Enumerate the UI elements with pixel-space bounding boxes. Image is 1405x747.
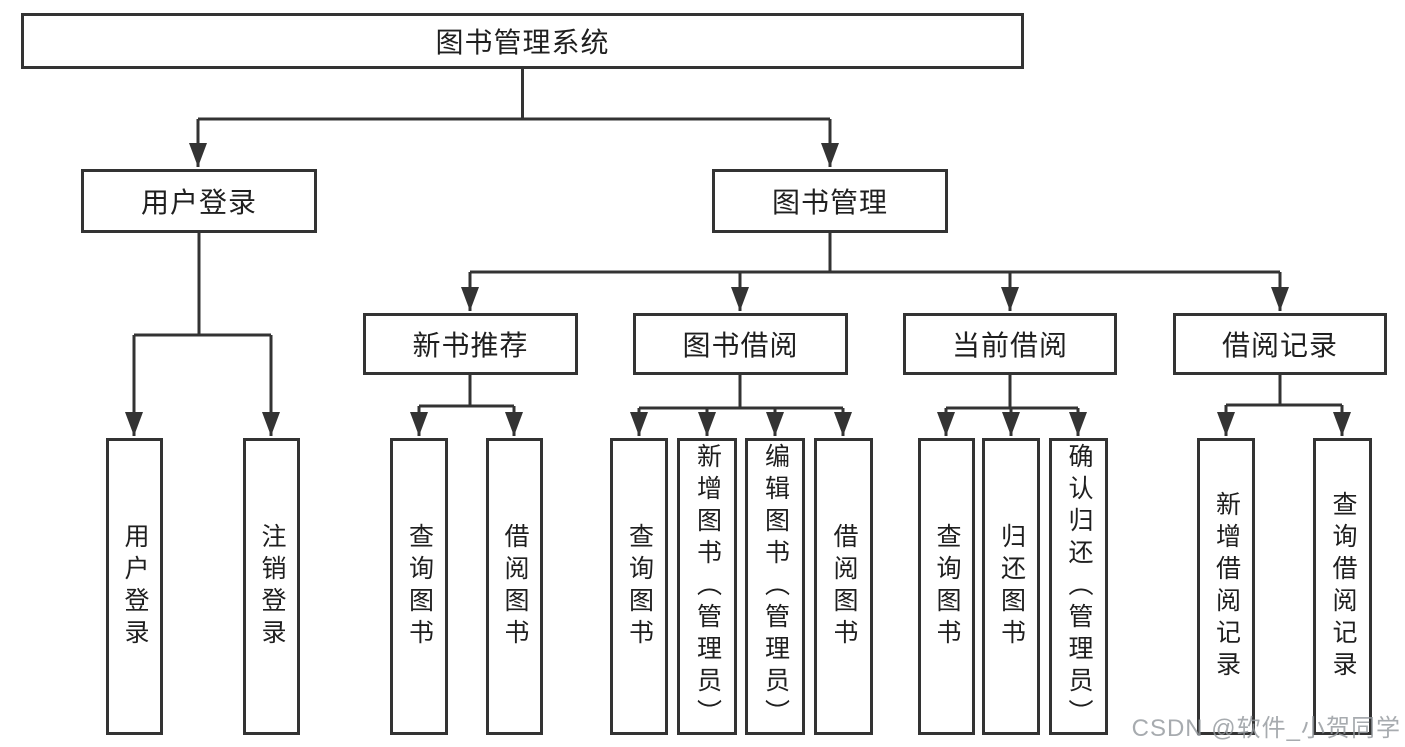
leaf-logout-login-label: 注销登录: [258, 522, 286, 651]
node-root-system-label: 图书管理系统: [435, 27, 610, 58]
leaf-query-books-recommend-label: 查询图书: [405, 522, 434, 651]
node-book-management-label: 图书管理: [771, 187, 888, 218]
leaf-edit-books-admin: 编辑图书（管理员）: [745, 438, 805, 735]
leaf-query-books-borrow: 查询图书: [610, 438, 668, 735]
leaf-add-borrow-record-label: 新增借阅记录: [1212, 490, 1241, 683]
leaf-logout-login: 注销登录: [243, 438, 300, 735]
leaf-query-books-recommend: 查询图书: [390, 438, 448, 735]
leaf-add-books-admin: 新增图书（管理员）: [677, 438, 737, 735]
csdn-watermark: CSDN @软件_小贺同学: [1131, 715, 1401, 742]
node-user-login: 用户登录: [81, 169, 317, 233]
leaf-borrow-books-recommend-label: 借阅图书: [501, 522, 529, 651]
leaf-borrow-books-recommend: 借阅图书: [486, 438, 543, 735]
leaf-user-login-label: 用户登录: [121, 522, 149, 651]
node-book-borrow-label: 图书借阅: [682, 330, 799, 361]
node-new-book-recommend: 新书推荐: [363, 313, 578, 375]
leaf-query-books-current: 查询图书: [918, 438, 975, 735]
leaf-query-books-borrow-label: 查询图书: [625, 522, 654, 651]
leaf-add-books-admin-label: 新增图书（管理员）: [693, 442, 722, 731]
leaf-borrow-books-borrow: 借阅图书: [814, 438, 873, 735]
node-book-management: 图书管理: [712, 169, 948, 233]
node-book-borrow: 图书借阅: [633, 313, 848, 375]
leaf-return-books: 归还图书: [982, 438, 1040, 735]
node-current-borrow-label: 当前借阅: [951, 330, 1068, 361]
node-borrow-record: 借阅记录: [1173, 313, 1387, 375]
leaf-query-books-current-label: 查询图书: [933, 522, 961, 651]
leaf-confirm-return-admin: 确认归还（管理员）: [1049, 438, 1108, 735]
node-borrow-record-label: 借阅记录: [1221, 330, 1338, 361]
leaf-add-borrow-record: 新增借阅记录: [1197, 438, 1255, 735]
leaf-edit-books-admin-label: 编辑图书（管理员）: [761, 442, 790, 731]
node-new-book-recommend-label: 新书推荐: [412, 330, 529, 361]
node-current-borrow: 当前借阅: [903, 313, 1117, 375]
leaf-borrow-books-borrow-label: 借阅图书: [830, 522, 858, 651]
leaf-user-login: 用户登录: [106, 438, 163, 735]
node-user-login-label: 用户登录: [140, 187, 257, 218]
leaf-query-borrow-record-label: 查询借阅记录: [1329, 490, 1357, 683]
leaf-confirm-return-admin-label: 确认归还（管理员）: [1065, 442, 1093, 731]
leaf-query-borrow-record: 查询借阅记录: [1313, 438, 1372, 735]
leaf-return-books-label: 归还图书: [997, 522, 1026, 651]
node-root-system: 图书管理系统: [21, 13, 1024, 69]
